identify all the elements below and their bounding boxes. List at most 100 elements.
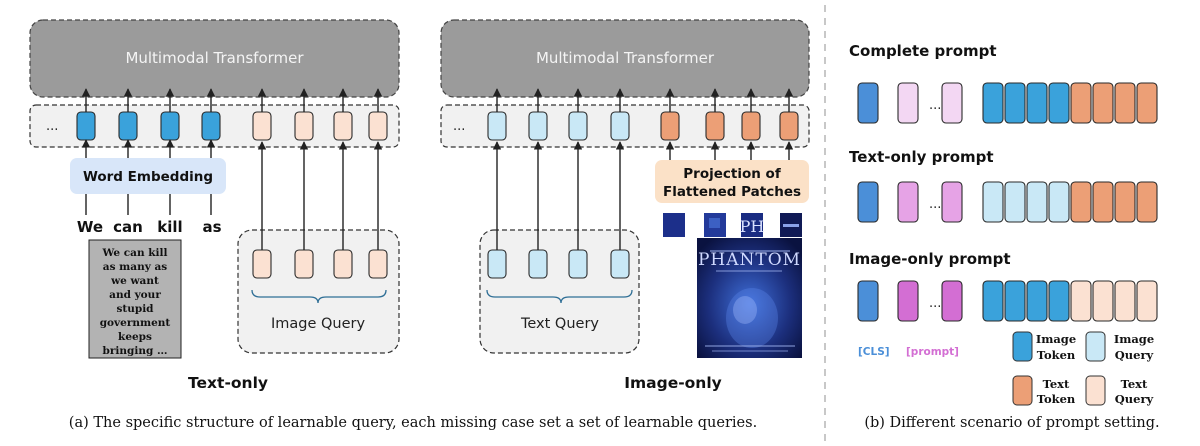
right-caption: (b) Different scenario of prompt setting… (864, 415, 1159, 431)
image-query-brace (251, 289, 387, 304)
sequence-ellipsis-2: ... (453, 119, 465, 134)
text-snippet-line: stupid (116, 303, 154, 315)
cls-token (857, 280, 879, 322)
sequence-token-image-token (1004, 280, 1026, 322)
poster-title: PHANTOM (698, 250, 801, 270)
sequence-token-image-query (1004, 181, 1026, 223)
text-snippet-line: we want (110, 275, 159, 287)
legend-swatch-image-query (1085, 331, 1106, 362)
image-patch (741, 213, 763, 237)
strip-text-query-token (610, 111, 630, 141)
prompt-ellipsis: ... (929, 197, 941, 212)
sequence-token-text-token (1136, 181, 1158, 223)
strip-image-query-token (294, 111, 314, 141)
prompt-token (897, 280, 919, 322)
sequence-token-image-token (1004, 82, 1026, 124)
prompt-token (941, 82, 963, 124)
strip-text-query-token (528, 111, 548, 141)
image-only-diagram: Multimodal Transformer ... Projection of… (440, 19, 810, 392)
text-only-case-title: Text-only (188, 374, 268, 392)
strip-text-query-group (487, 88, 630, 141)
text-query-region (479, 229, 640, 354)
text-query-label: Text Query (520, 316, 599, 332)
scenario-title-complete: Complete prompt (849, 42, 997, 60)
legend-swatch-text-query (1085, 375, 1106, 406)
strip-image-query-token (252, 111, 272, 141)
sequence-token-text-query (1092, 280, 1114, 322)
text-snippet-line: keeps (118, 331, 152, 343)
sequence-token-text-token (1092, 82, 1114, 124)
text-query-token (568, 249, 588, 279)
text-snippet-line: and your (109, 289, 161, 301)
sequence-token-text-token (1070, 82, 1092, 124)
cls-token (857, 82, 879, 124)
multimodal-transformer-label: Multimodal Transformer (125, 49, 304, 67)
sequence-token-text-token (1114, 82, 1136, 124)
sequence-token-image-token (1048, 280, 1070, 322)
word-token (201, 111, 221, 141)
sequence-ellipsis: ... (46, 119, 58, 134)
sequence-token-image-token (982, 82, 1004, 124)
prompt-label: [prompt] (906, 346, 959, 358)
multimodal-transformer-box-2 (440, 19, 810, 98)
sequence-token-image-token (982, 280, 1004, 322)
prompt-ellipsis: ... (929, 296, 941, 311)
patch-token-group (660, 88, 799, 160)
image-query-token (294, 249, 314, 279)
legend-image-token-line1: Image (1036, 332, 1076, 346)
sequence-token-image-token (1026, 280, 1048, 322)
image-only-case-title: Image-only (624, 374, 722, 392)
word-we: We (77, 218, 103, 236)
word-kill: kill (157, 218, 182, 236)
strip-text-query-token (568, 111, 588, 141)
sequence-token-text-token (1092, 181, 1114, 223)
svg-text:PH: PH (740, 217, 765, 236)
image-query-token-group (252, 141, 388, 279)
strip-image-query-token (368, 111, 388, 141)
text-snippet-line: government (100, 317, 171, 329)
legend-image-query-line1: Image (1114, 332, 1154, 346)
multimodal-transformer-label-2: Multimodal Transformer (536, 49, 715, 67)
sequence-token-text-token (1136, 82, 1158, 124)
prompt-ellipsis: ... (929, 98, 941, 113)
word-token (160, 111, 180, 141)
projection-label-line2: Flattened Patches (663, 184, 801, 200)
text-snippet-line: bringing … (103, 345, 168, 357)
word-can: can (113, 218, 143, 236)
patch-token (660, 111, 680, 141)
patch-token (779, 111, 799, 141)
prompt-scenarios: Complete prompt Text-only prompt Image-o… (849, 42, 1160, 431)
legend-text-query-line2: Query (1115, 392, 1154, 406)
legend-text-query-line1: Text (1121, 377, 1148, 391)
prompt-token (897, 181, 919, 223)
legend-image-token-line2: Token (1037, 348, 1076, 362)
legend-swatch-text-token (1012, 375, 1033, 406)
text-query-token (487, 249, 507, 279)
sequence-token-text-token (1070, 181, 1092, 223)
patch-token (741, 111, 761, 141)
text-query-brace (486, 289, 633, 304)
poster-image: PHANTOM (697, 238, 802, 358)
text-snippet-line: We can kill (102, 247, 168, 259)
sequence-token-text-query (1070, 280, 1092, 322)
prompt-token (941, 280, 963, 322)
image-patch (663, 213, 685, 237)
image-query-label: Image Query (271, 316, 366, 332)
text-snippet-line: as many as (103, 261, 167, 273)
sequence-token-image-query (1026, 181, 1048, 223)
sequence-token-text-query (1114, 280, 1136, 322)
word-token (118, 111, 138, 141)
strip-image-query-token (333, 111, 353, 141)
text-only-diagram: Multimodal Transformer ... Word Embeddin… (29, 19, 400, 392)
text-snippet-card (88, 239, 182, 359)
text-query-token (610, 249, 630, 279)
legend-image-query-line2: Query (1115, 348, 1154, 362)
legend-swatch-image-token (1012, 331, 1033, 362)
sequence-token-image-token (1026, 82, 1048, 124)
image-patches: PH (663, 213, 802, 237)
text-query-token (528, 249, 548, 279)
scenario-title-image-only: Image-only prompt (849, 250, 1011, 268)
image-query-token (333, 249, 353, 279)
word-token-group (76, 88, 221, 215)
